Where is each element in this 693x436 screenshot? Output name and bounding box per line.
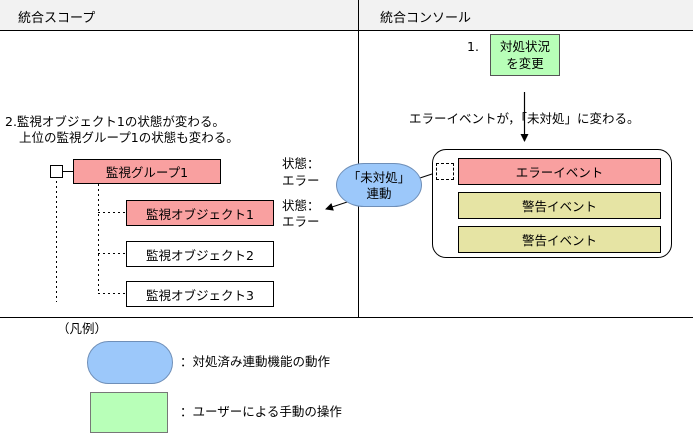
monitor-object-3[interactable]: 監視オブジェクト3 <box>126 281 274 307</box>
change-status-button[interactable]: 対処状況 を変更 <box>490 34 560 76</box>
event-change-note: エラーイベントが，「未対処」に変わる。 <box>409 111 640 126</box>
linkage-line2: 連動 <box>366 186 392 201</box>
legend-green-swatch <box>90 392 168 433</box>
error-event-row[interactable]: エラーイベント <box>458 158 661 185</box>
group-status-value: エラー <box>282 173 320 188</box>
linkage-line1: 「未対処」 <box>347 170 411 185</box>
legend-title: （凡例） <box>57 321 108 336</box>
legend-oval-swatch <box>87 341 173 384</box>
legend-green-description: ：ユーザーによる手動の操作 <box>180 404 342 419</box>
group-status-label: 状態： <box>282 156 320 171</box>
console-header-title: 統合コンソール <box>380 11 472 26</box>
monitor-object-1[interactable]: 監視オブジェクト1 <box>126 200 274 226</box>
event-select-marker[interactable] <box>436 163 454 180</box>
console-header: 統合コンソール <box>358 0 693 30</box>
step1-number: 1. <box>467 39 479 54</box>
object-status-label: 状態： <box>282 198 320 213</box>
scope-header-title: 統合スコープ <box>18 11 96 26</box>
step2-line2: 上位の監視グループ1の状態も変わる。 <box>19 130 239 145</box>
warning-event-row-2[interactable]: 警告イベント <box>458 226 661 253</box>
object-status-value: エラー <box>282 214 320 229</box>
step2-line1: 2.監視オブジェクト1の状態が変わる。 <box>5 114 225 129</box>
group-collapse-toggle[interactable] <box>50 165 63 178</box>
monitor-object-2[interactable]: 監視オブジェクト2 <box>126 241 274 267</box>
warning-event-row-1[interactable]: 警告イベント <box>458 192 661 219</box>
change-status-line2: を変更 <box>506 56 544 71</box>
linkage-oval <box>336 163 422 207</box>
legend-oval-description: ：対処済み連動機能の動作 <box>180 354 331 369</box>
change-status-line1: 対処状況 <box>499 39 550 54</box>
scope-header: 統合スコープ <box>0 0 358 30</box>
monitor-group-1[interactable]: 監視グループ1 <box>73 159 221 184</box>
